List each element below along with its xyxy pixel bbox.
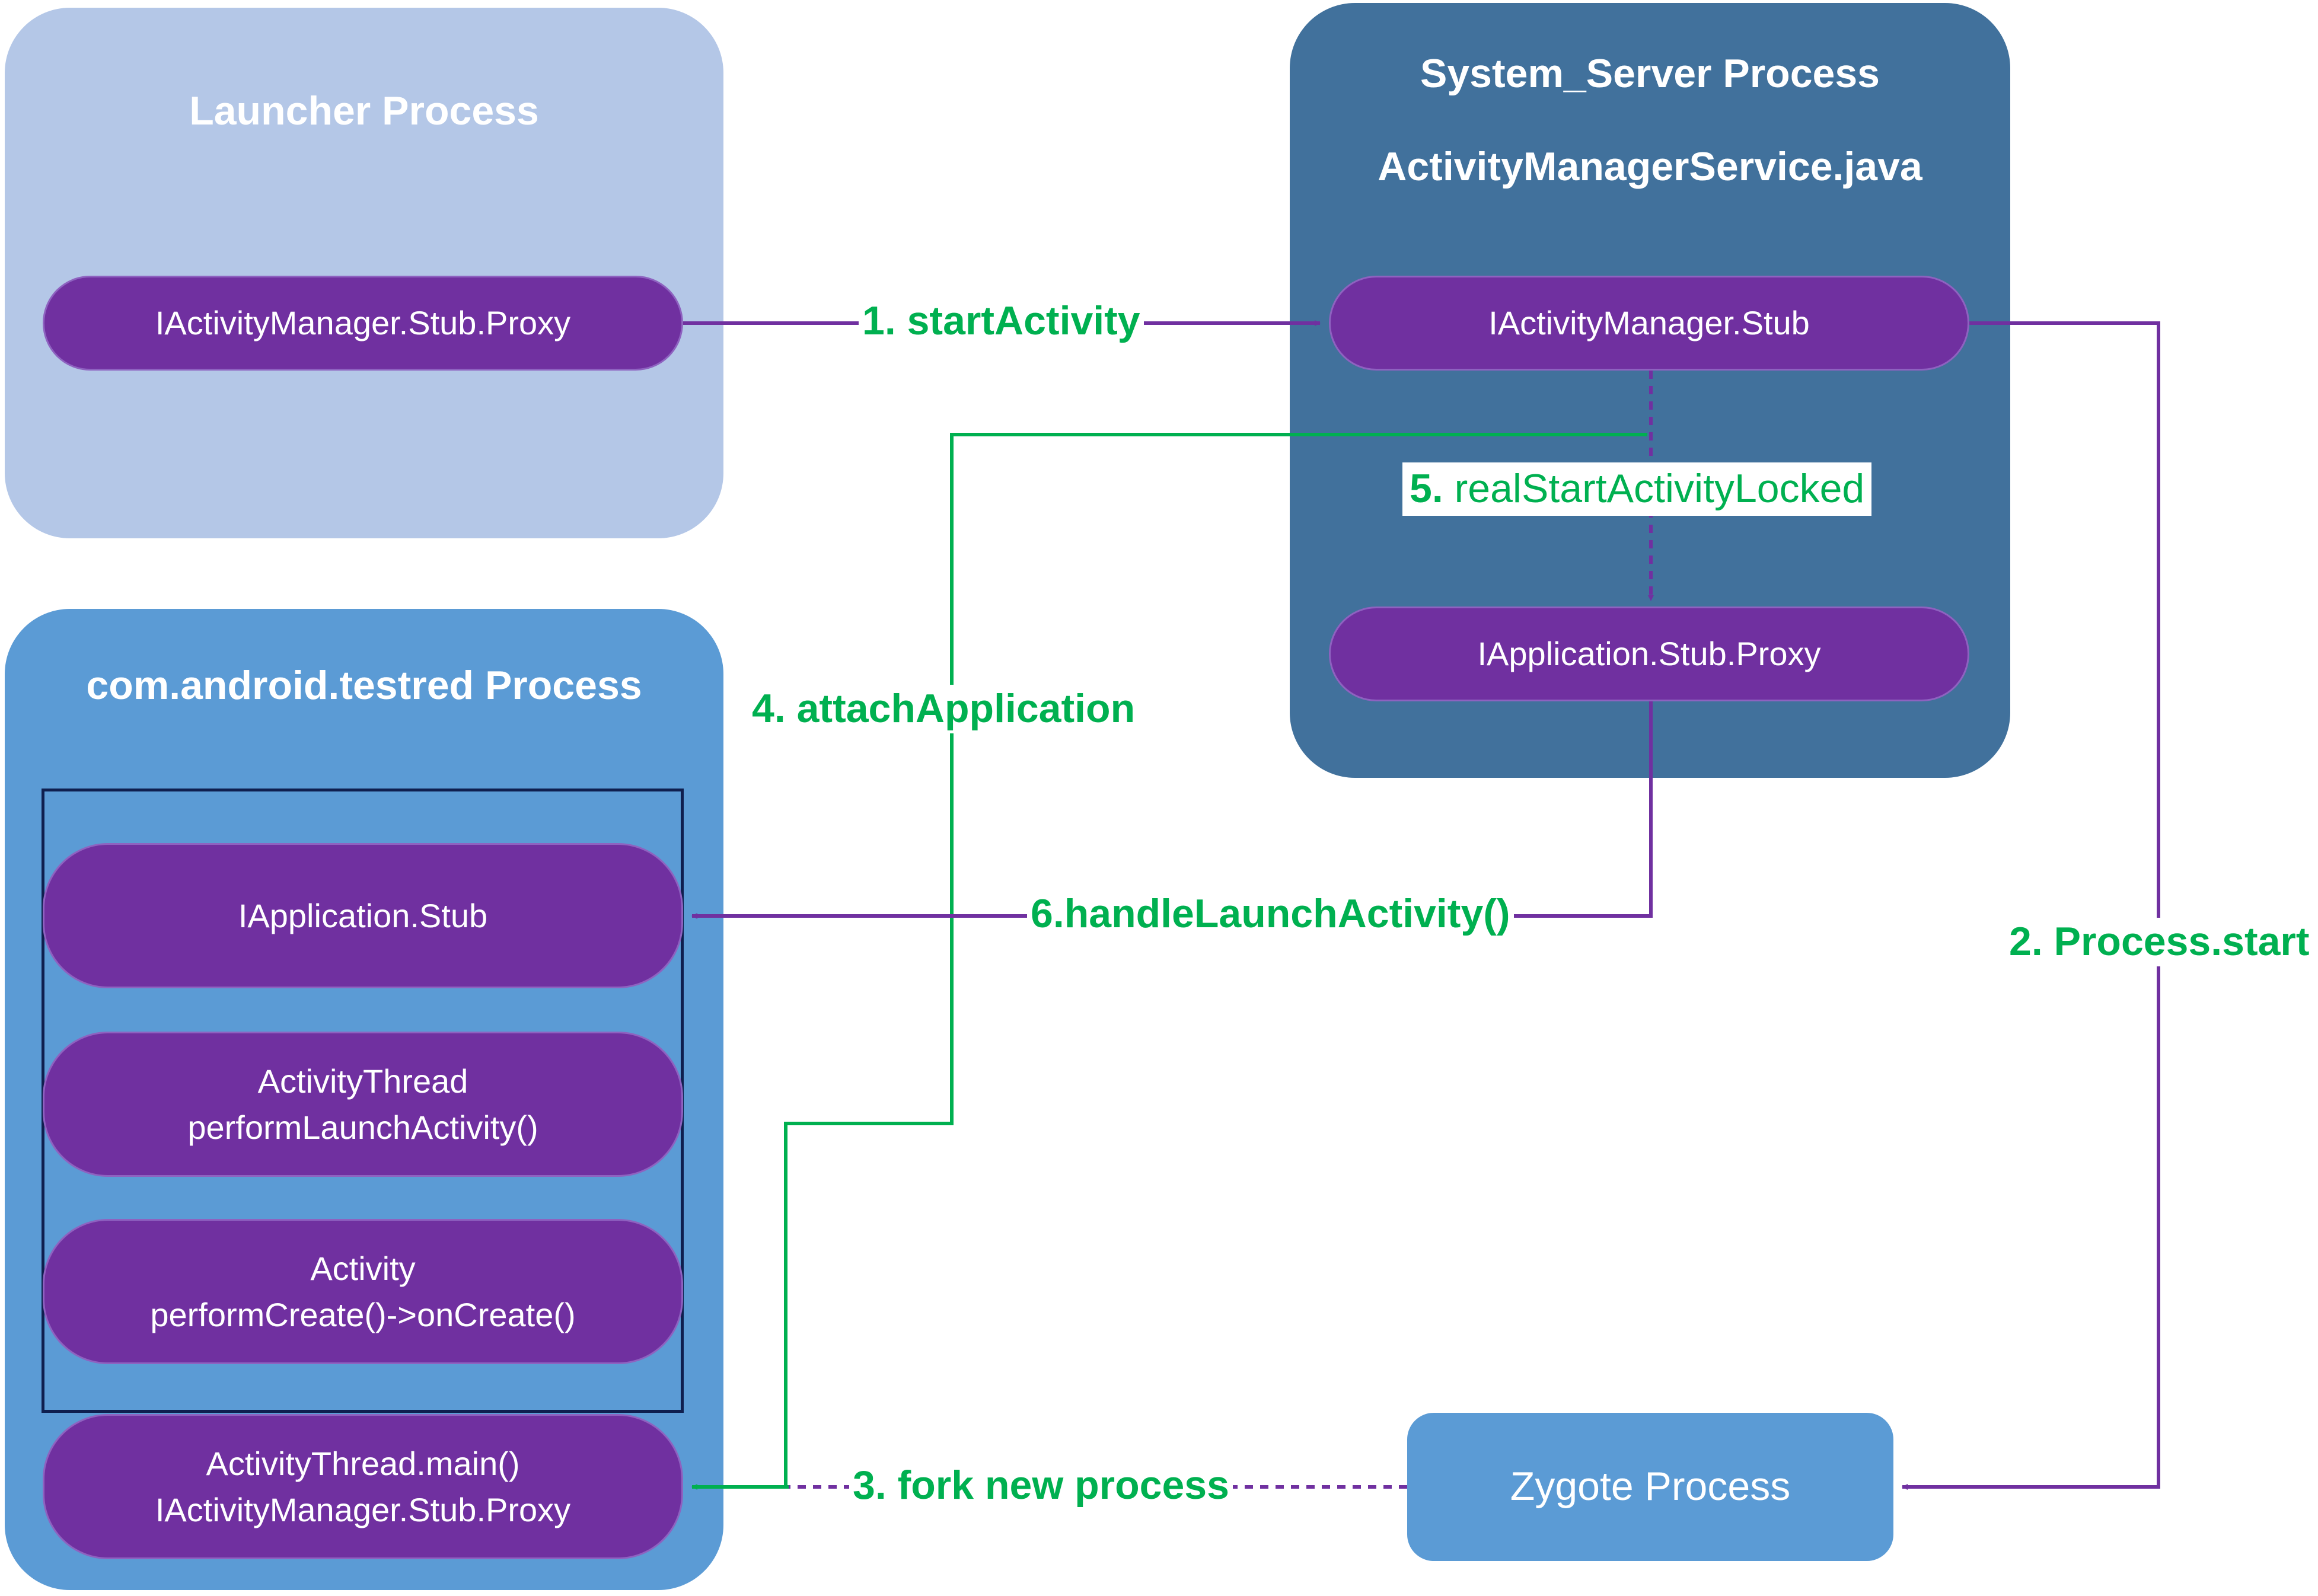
application-stub-proxy[interactable]: IApplication.Stub.Proxy — [1329, 607, 1969, 701]
edge-process-start — [1902, 321, 2160, 1490]
edge-attach-application — [784, 433, 1647, 1489]
application-stub[interactable]: IApplication.Stub — [43, 843, 683, 988]
label-real-start-activity-locked: 5. realStartActivityLocked — [1402, 462, 1872, 516]
label-real-start-number: 5. — [1410, 466, 1443, 511]
activity-manager-stub[interactable]: IActivityManager.Stub — [1329, 276, 1969, 371]
launcher-activity-manager-proxy[interactable]: IActivityManager.Stub.Proxy — [43, 276, 683, 371]
activity-manager-service-title: ActivityManagerService.java — [1378, 144, 1922, 189]
launcher-process-panel: Launcher Process — [5, 8, 723, 538]
activity-thread-node[interactable]: ActivityThread performLaunchActivity() — [43, 1032, 683, 1177]
app-process-title: com.android.testred Process — [86, 663, 642, 708]
label-real-start-text: realStartActivityLocked — [1454, 466, 1865, 511]
activity-node[interactable]: Activity performCreate()->onCreate() — [43, 1219, 683, 1364]
label-fork-new-process: 3. fork new process — [849, 1461, 1233, 1510]
label-process-start: 2. Process.start — [2005, 918, 2313, 966]
label-attach-application: 4. attachApplication — [748, 685, 1139, 733]
edge-handle-launch-activity — [691, 701, 1653, 919]
zygote-process-node[interactable]: Zygote Process — [1407, 1413, 1893, 1561]
activity-thread-main-node[interactable]: ActivityThread.main() IActivityManager.S… — [43, 1414, 683, 1559]
label-handle-launch-activity: 6.handleLaunchActivity() — [1027, 890, 1514, 939]
launcher-process-title: Launcher Process — [189, 88, 539, 133]
label-start-activity: 1. startActivity — [859, 297, 1144, 346]
system-server-process-title: System_Server Process — [1420, 51, 1880, 96]
